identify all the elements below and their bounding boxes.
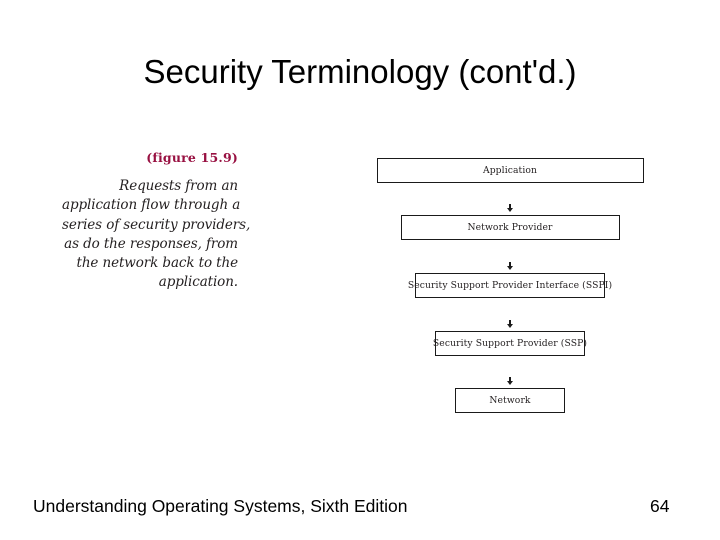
caption-line: Requests from an xyxy=(119,178,238,194)
figure-caption-block: (figure 15.9) Requests from an applicati… xyxy=(62,150,251,293)
flowchart-box-sspi: Security Support Provider Interface (SSP… xyxy=(408,273,612,298)
flow-arrow-down-icon xyxy=(360,320,660,328)
figure-caption-text: Requests from an application flow throug… xyxy=(62,177,251,293)
figure-number-label: (figure 15.9) xyxy=(146,150,238,165)
arrow-head xyxy=(507,381,513,385)
arrow-head xyxy=(507,324,513,328)
arrow-stem xyxy=(509,377,511,381)
flowchart-box-ssp: Security Support Provider (SSP) xyxy=(433,331,587,356)
flowchart-box-network: Network xyxy=(455,388,565,413)
caption-line: series of security providers, xyxy=(62,216,251,233)
flowchart-row: Security Support Provider (SSP) xyxy=(360,331,660,356)
arrow-stem xyxy=(509,204,511,208)
flowchart-row: Security Support Provider Interface (SSP… xyxy=(360,273,660,298)
flowchart-box-network-provider: Network Provider xyxy=(400,215,620,240)
arrow-head xyxy=(507,208,513,212)
caption-line: application flow through a xyxy=(62,197,241,214)
footer-book-title: Understanding Operating Systems, Sixth E… xyxy=(33,496,408,516)
flow-arrow-down-icon xyxy=(360,204,660,212)
footer-page-number: 64 xyxy=(650,496,670,516)
caption-line: the network back to the xyxy=(76,255,239,272)
caption-line: as do the responses, from xyxy=(64,235,238,252)
flowchart-row: Network Provider xyxy=(360,215,660,240)
arrow-head xyxy=(507,266,513,270)
flowchart-row: Application xyxy=(360,158,660,183)
arrow-stem xyxy=(509,262,511,266)
arrow-stem xyxy=(509,320,511,324)
flowchart-box-application: Application xyxy=(376,158,644,183)
flow-arrow-down-icon xyxy=(360,377,660,385)
flow-arrow-down-icon xyxy=(360,262,660,270)
security-provider-flowchart: Application Network Provider Security Su… xyxy=(360,150,660,420)
caption-line: application. xyxy=(158,274,238,291)
page-title: Security Terminology (cont'd.) xyxy=(143,53,577,90)
flowchart-row: Network xyxy=(360,388,660,413)
